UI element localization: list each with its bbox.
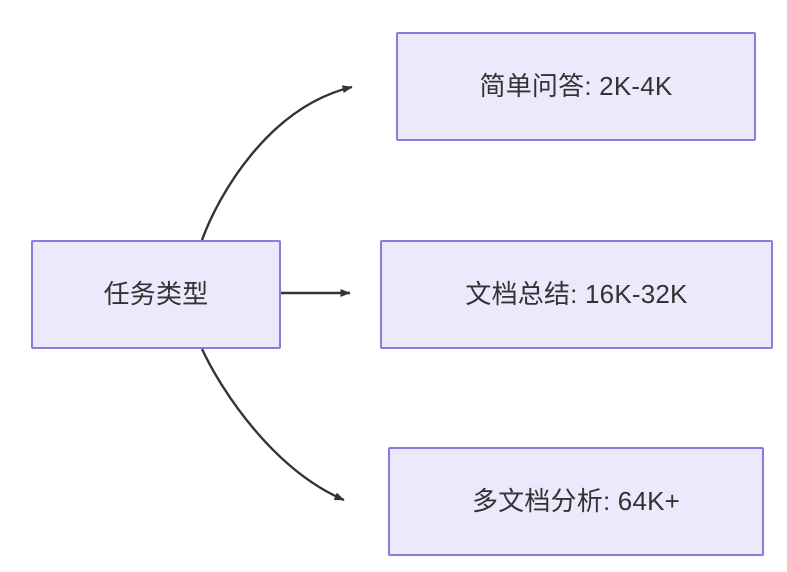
- edge-root-to-multi-doc: [200, 348, 345, 502]
- node-doc-summary-label: 文档总结: 16K-32K: [465, 278, 688, 309]
- node-task-type-label: 任务类型: [103, 278, 209, 309]
- edge-root-to-simple-qa: [200, 85, 353, 241]
- node-multi-doc-analysis-label: 多文档分析: 64K+: [471, 485, 681, 516]
- node-task-type[interactable]: 任务类型: [31, 240, 281, 349]
- node-simple-qa[interactable]: 简单问答: 2K-4K: [396, 32, 756, 141]
- node-simple-qa-label: 简单问答: 2K-4K: [479, 70, 673, 101]
- node-doc-summary[interactable]: 文档总结: 16K-32K: [380, 240, 773, 349]
- node-multi-doc-analysis[interactable]: 多文档分析: 64K+: [388, 447, 764, 556]
